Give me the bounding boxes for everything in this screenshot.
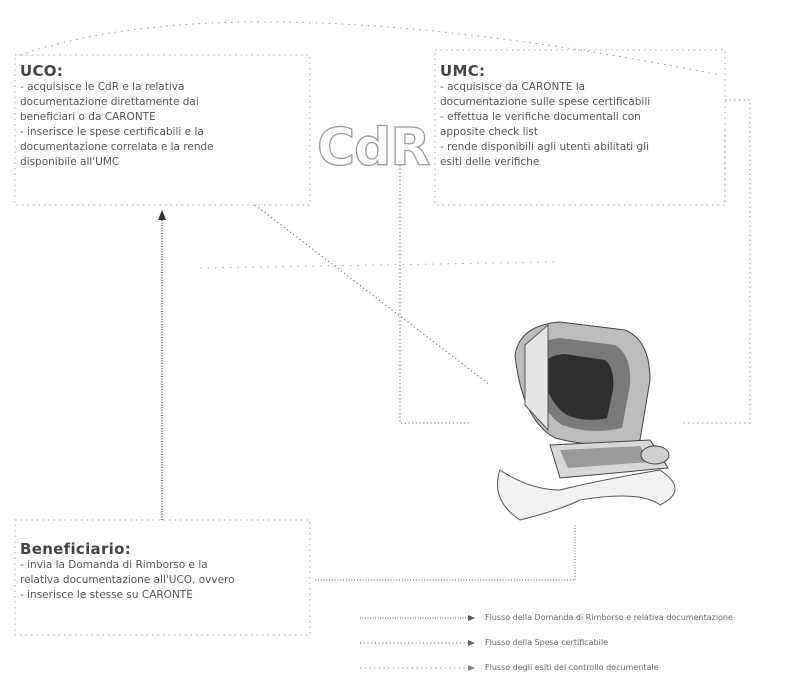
legend-label-esiti: Flusso degli esiti del controllo documen… (485, 663, 659, 672)
beneficiario-to-computer-line (315, 525, 576, 581)
umc-line: esiti delle verifiche (440, 156, 540, 168)
beneficiario-line: - invia la Domanda di Rimborso e la (20, 559, 208, 571)
umc-line: documentazione sulle spese certificabili (440, 96, 651, 108)
umc-box-border (434, 49, 726, 206)
umc-line: - rende disponibili agli utenti abilitat… (440, 141, 650, 153)
uco-line: documentazione direttamente dai (20, 96, 199, 108)
legend-swatches (360, 615, 475, 671)
uco-line: - inserisce le spese certificabili e la (20, 126, 204, 138)
beneficiario-box: Beneficiario: - invia la Domanda di Rimb… (20, 540, 235, 603)
legend-label-domanda: Flusso della Domanda di Rimborso e relat… (485, 613, 733, 622)
legend-label-spesa: Flusso della Spesa certificabile (485, 638, 609, 647)
umc-title: UMC: (440, 62, 486, 80)
cdr-logo: CdR (316, 117, 431, 178)
uco-to-computer-line (254, 204, 491, 386)
middle-connector (199, 261, 556, 269)
umc-box: UMC: - acquisisce da CARONTE la document… (440, 62, 650, 170)
computer-icon (497, 321, 676, 521)
umc-to-computer-loop (680, 99, 751, 424)
uco-line: documentazione correlata e la rende (20, 141, 214, 153)
umc-line: - effettua le verifiche documentali con (440, 111, 641, 123)
beneficiario-line: - inserisce le stesse su CARONTE (20, 589, 193, 601)
umc-line: - acquisisce da CARONTE la (440, 81, 586, 93)
uco-line: - acquisisce le CdR e la relativa (20, 81, 185, 93)
uco-title: UCO: (20, 62, 64, 80)
beneficiario-box-border (14, 519, 311, 636)
uco-box: UCO: - acquisisce le CdR e la relativa d… (20, 62, 214, 170)
umc-line: apposite check list (440, 126, 538, 138)
beneficiario-line: relativa documentazione all'UCO, ovvero (20, 574, 235, 586)
cdr-to-computer-line (399, 165, 470, 424)
uco-box-border (14, 54, 311, 206)
uco-line: disponibile all'UMC (20, 156, 120, 168)
arrowhead-up (158, 210, 166, 220)
beneficiario-title: Beneficiario: (20, 540, 132, 558)
uco-line: beneficiari o da CARONTE (20, 111, 156, 123)
